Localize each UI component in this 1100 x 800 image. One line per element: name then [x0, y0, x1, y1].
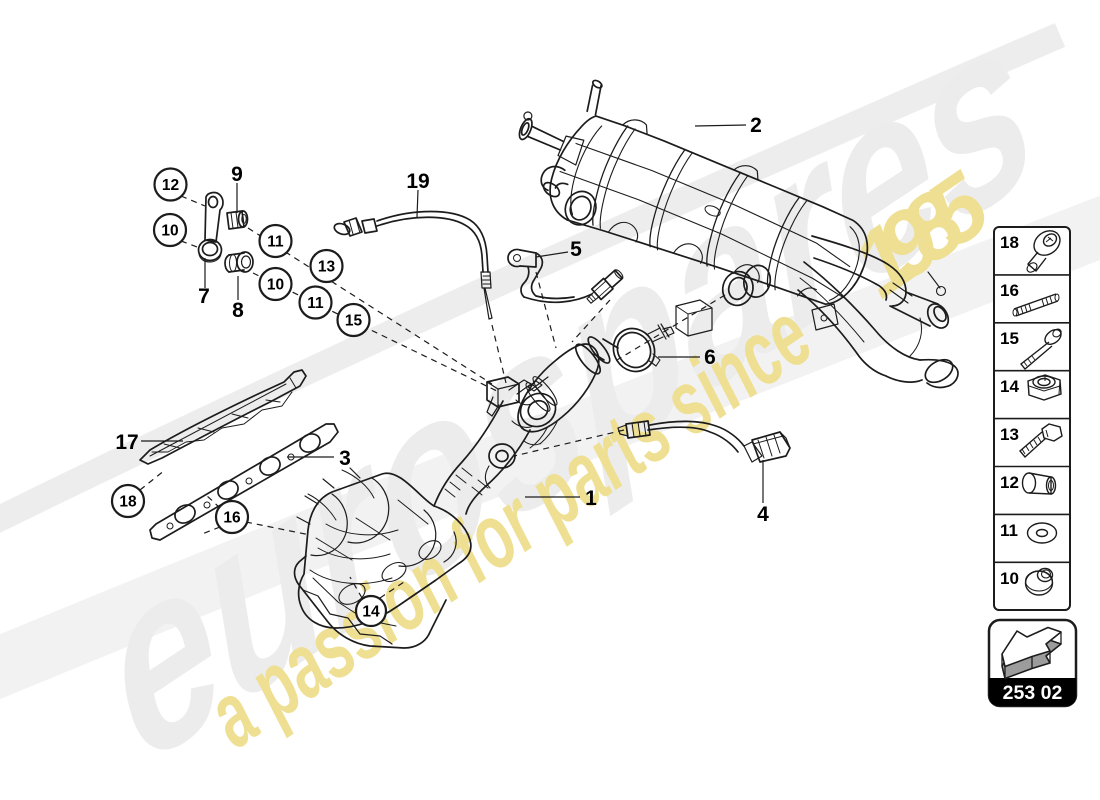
svg-text:12: 12: [1000, 473, 1019, 492]
svg-text:16: 16: [1000, 281, 1019, 300]
svg-text:13: 13: [1000, 425, 1019, 444]
svg-text:1: 1: [585, 487, 597, 510]
svg-text:11: 11: [267, 234, 284, 251]
svg-text:4: 4: [757, 503, 769, 526]
svg-text:9: 9: [231, 163, 243, 186]
svg-text:13: 13: [318, 259, 336, 276]
svg-text:15: 15: [345, 313, 363, 330]
svg-text:14: 14: [362, 604, 380, 621]
svg-text:14: 14: [1000, 377, 1019, 396]
svg-text:19: 19: [406, 170, 429, 193]
svg-text:5: 5: [570, 238, 582, 261]
svg-text:253 02: 253 02: [1003, 682, 1063, 704]
svg-text:8: 8: [232, 299, 244, 322]
svg-text:3: 3: [339, 447, 351, 470]
svg-text:7: 7: [198, 285, 210, 308]
svg-text:10: 10: [161, 223, 178, 240]
svg-text:11: 11: [307, 295, 324, 312]
svg-text:18: 18: [1000, 233, 1019, 252]
svg-text:16: 16: [223, 510, 241, 527]
svg-text:18: 18: [119, 494, 137, 511]
svg-text:10: 10: [267, 277, 284, 294]
svg-text:15: 15: [1000, 329, 1019, 348]
svg-text:2: 2: [750, 114, 762, 137]
svg-text:12: 12: [162, 177, 179, 194]
svg-text:10: 10: [1000, 569, 1019, 588]
svg-text:6: 6: [704, 346, 716, 369]
svg-text:11: 11: [1000, 521, 1018, 540]
svg-text:17: 17: [115, 431, 138, 454]
